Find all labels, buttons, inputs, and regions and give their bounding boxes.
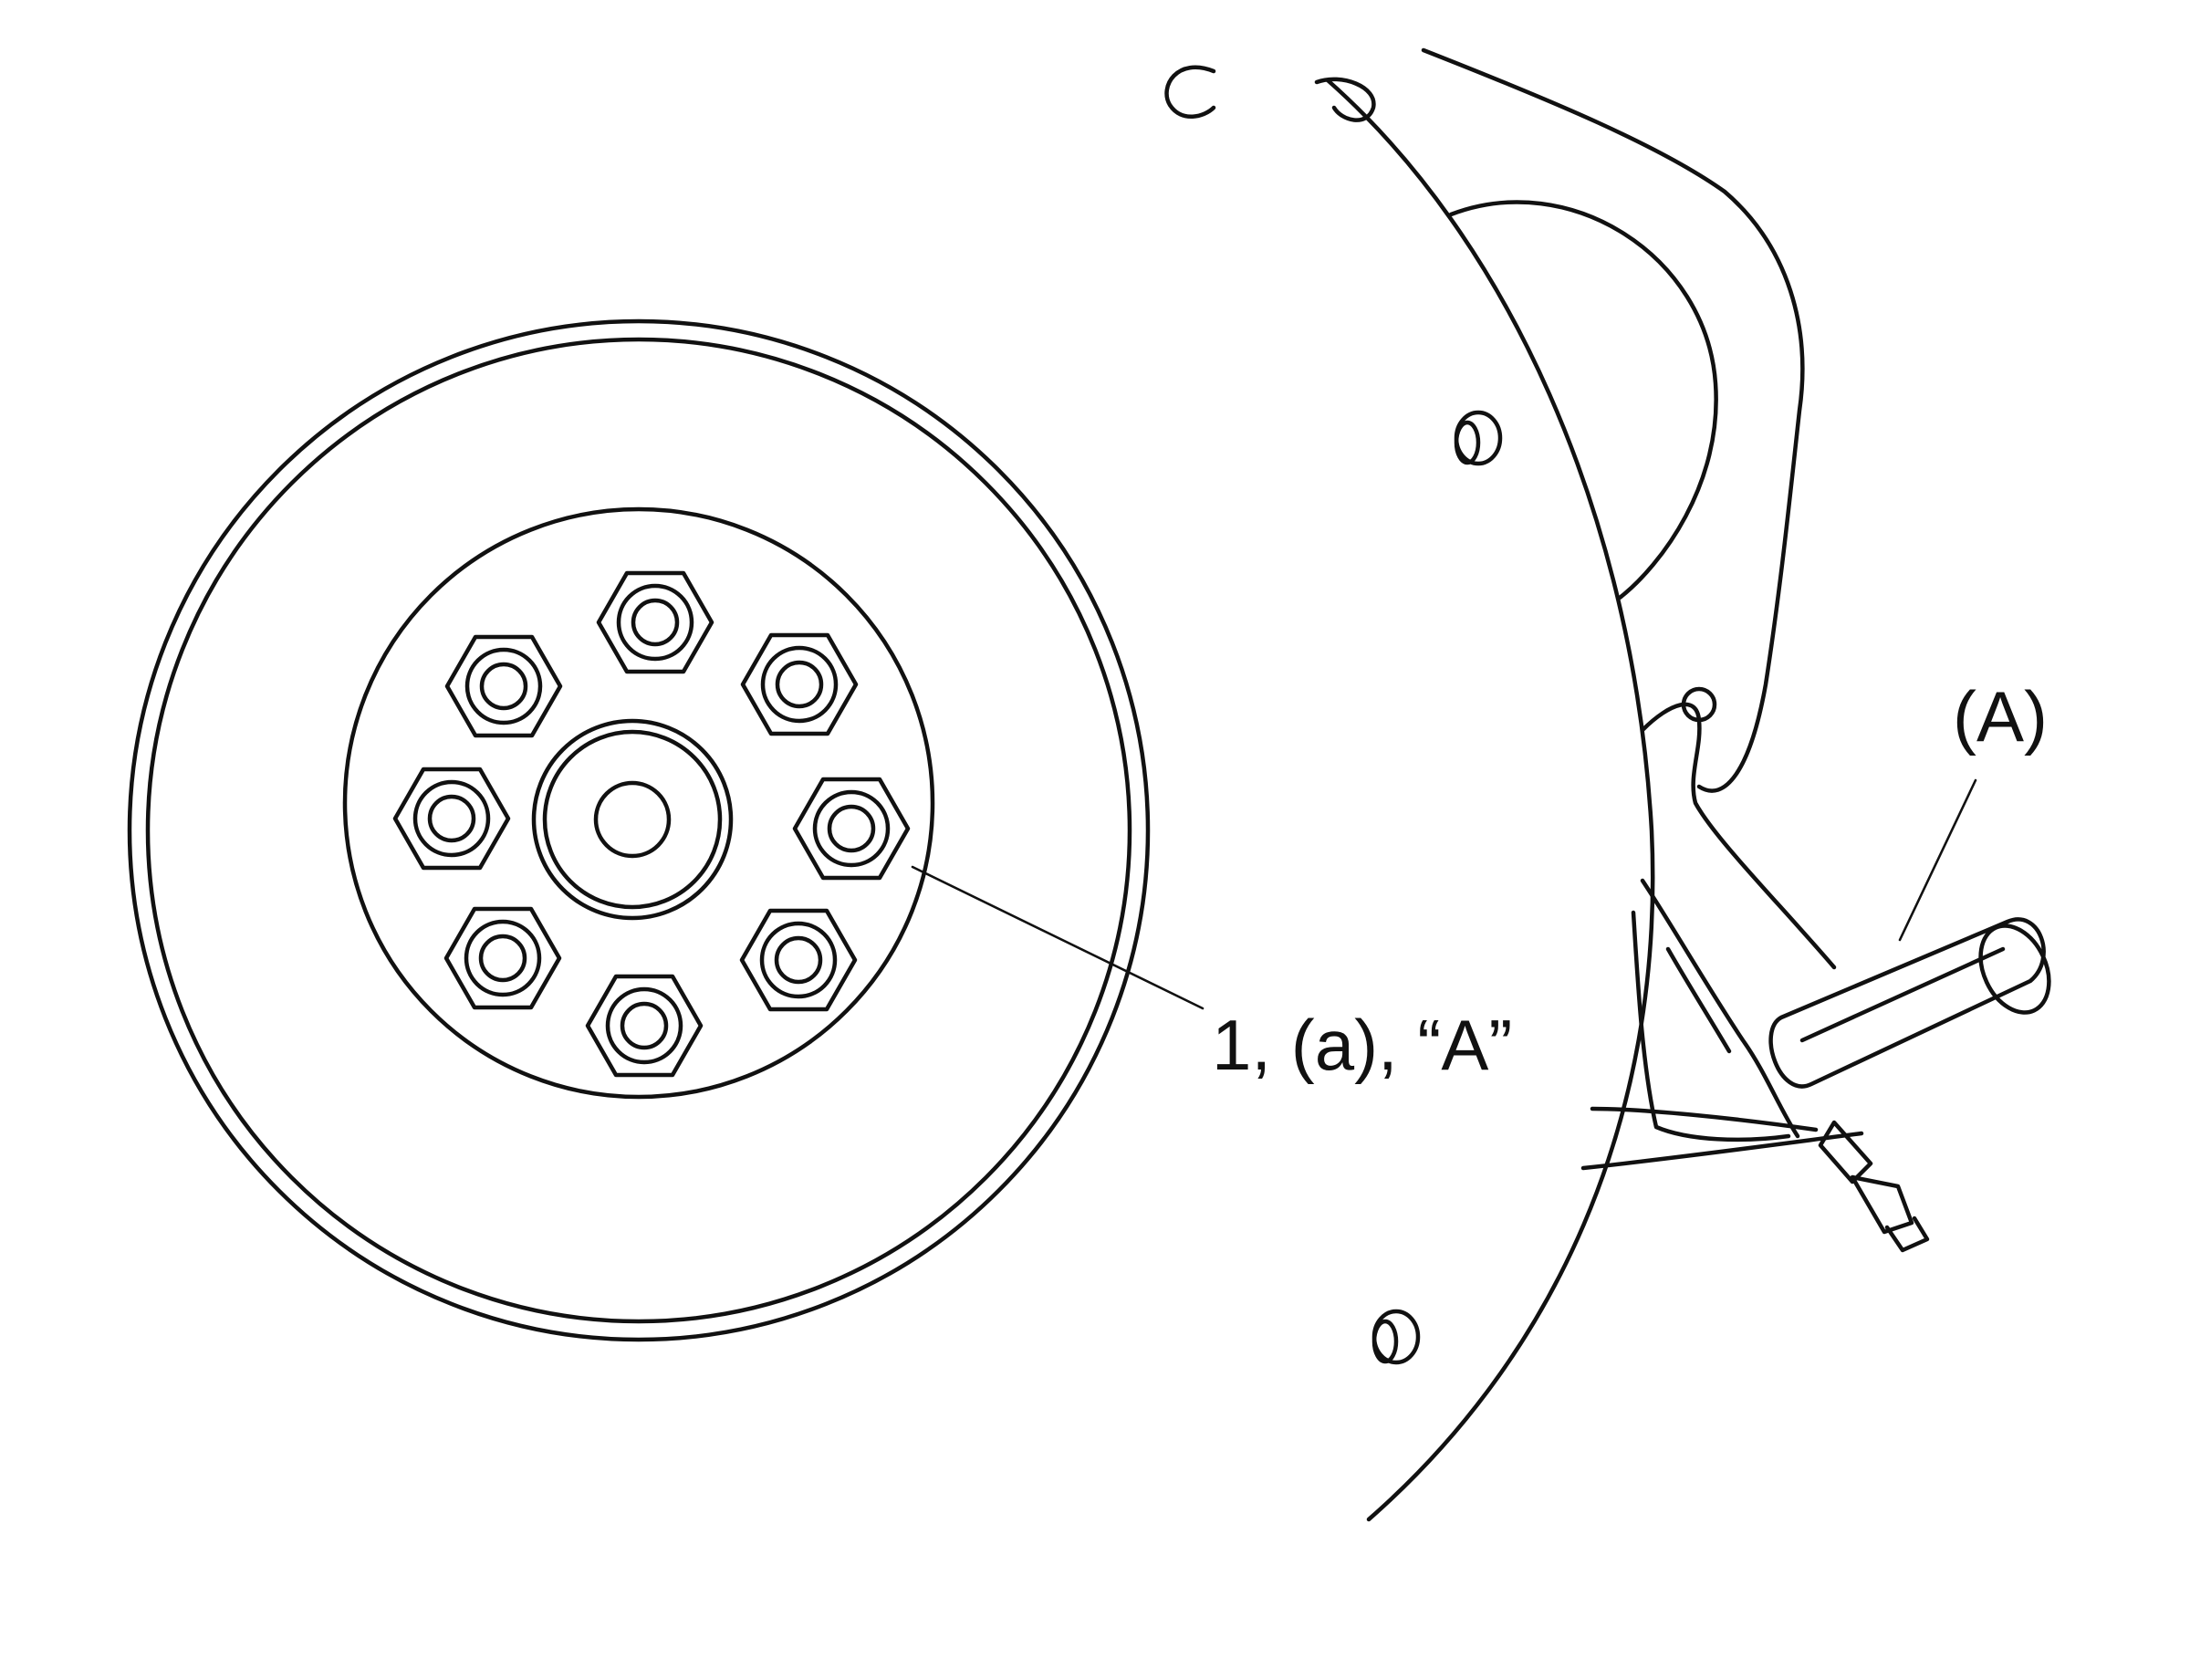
clip-c-icon	[1164, 65, 1216, 119]
backing-plate-edge	[1325, 78, 1655, 1522]
clip-loop-icon	[1314, 77, 1376, 122]
wheel-nuts	[392, 570, 911, 1078]
leader-line-tool	[1898, 778, 1977, 942]
bleeder-valve	[1818, 1120, 1930, 1253]
brake-drum-rim	[127, 318, 1151, 1342]
backing-plate-bolt	[1371, 1309, 1421, 1365]
leader-line-wheel-nut	[911, 865, 1204, 1010]
adjuster-dome	[1448, 200, 1718, 600]
brake-lever	[1640, 702, 1837, 970]
callout-wheel-nut: 1, (a), “A”	[1212, 1005, 1512, 1085]
wheel-nut	[444, 634, 563, 738]
wheel-nut	[443, 906, 562, 1010]
wheel-nut	[792, 777, 911, 881]
special-tool	[1768, 917, 2051, 1089]
wheel-nut	[740, 632, 859, 736]
backing-plate-bolt	[1454, 410, 1503, 466]
wheel-nut	[596, 570, 714, 674]
wheel-nut	[585, 974, 704, 1078]
wheel-nut	[392, 767, 511, 871]
callout-tool: (A)	[1953, 676, 2048, 757]
backing-plate-bracket	[1421, 47, 1805, 793]
axle-cap	[531, 718, 734, 921]
hub-flange	[342, 506, 935, 1100]
wheel-nut	[739, 908, 858, 1012]
